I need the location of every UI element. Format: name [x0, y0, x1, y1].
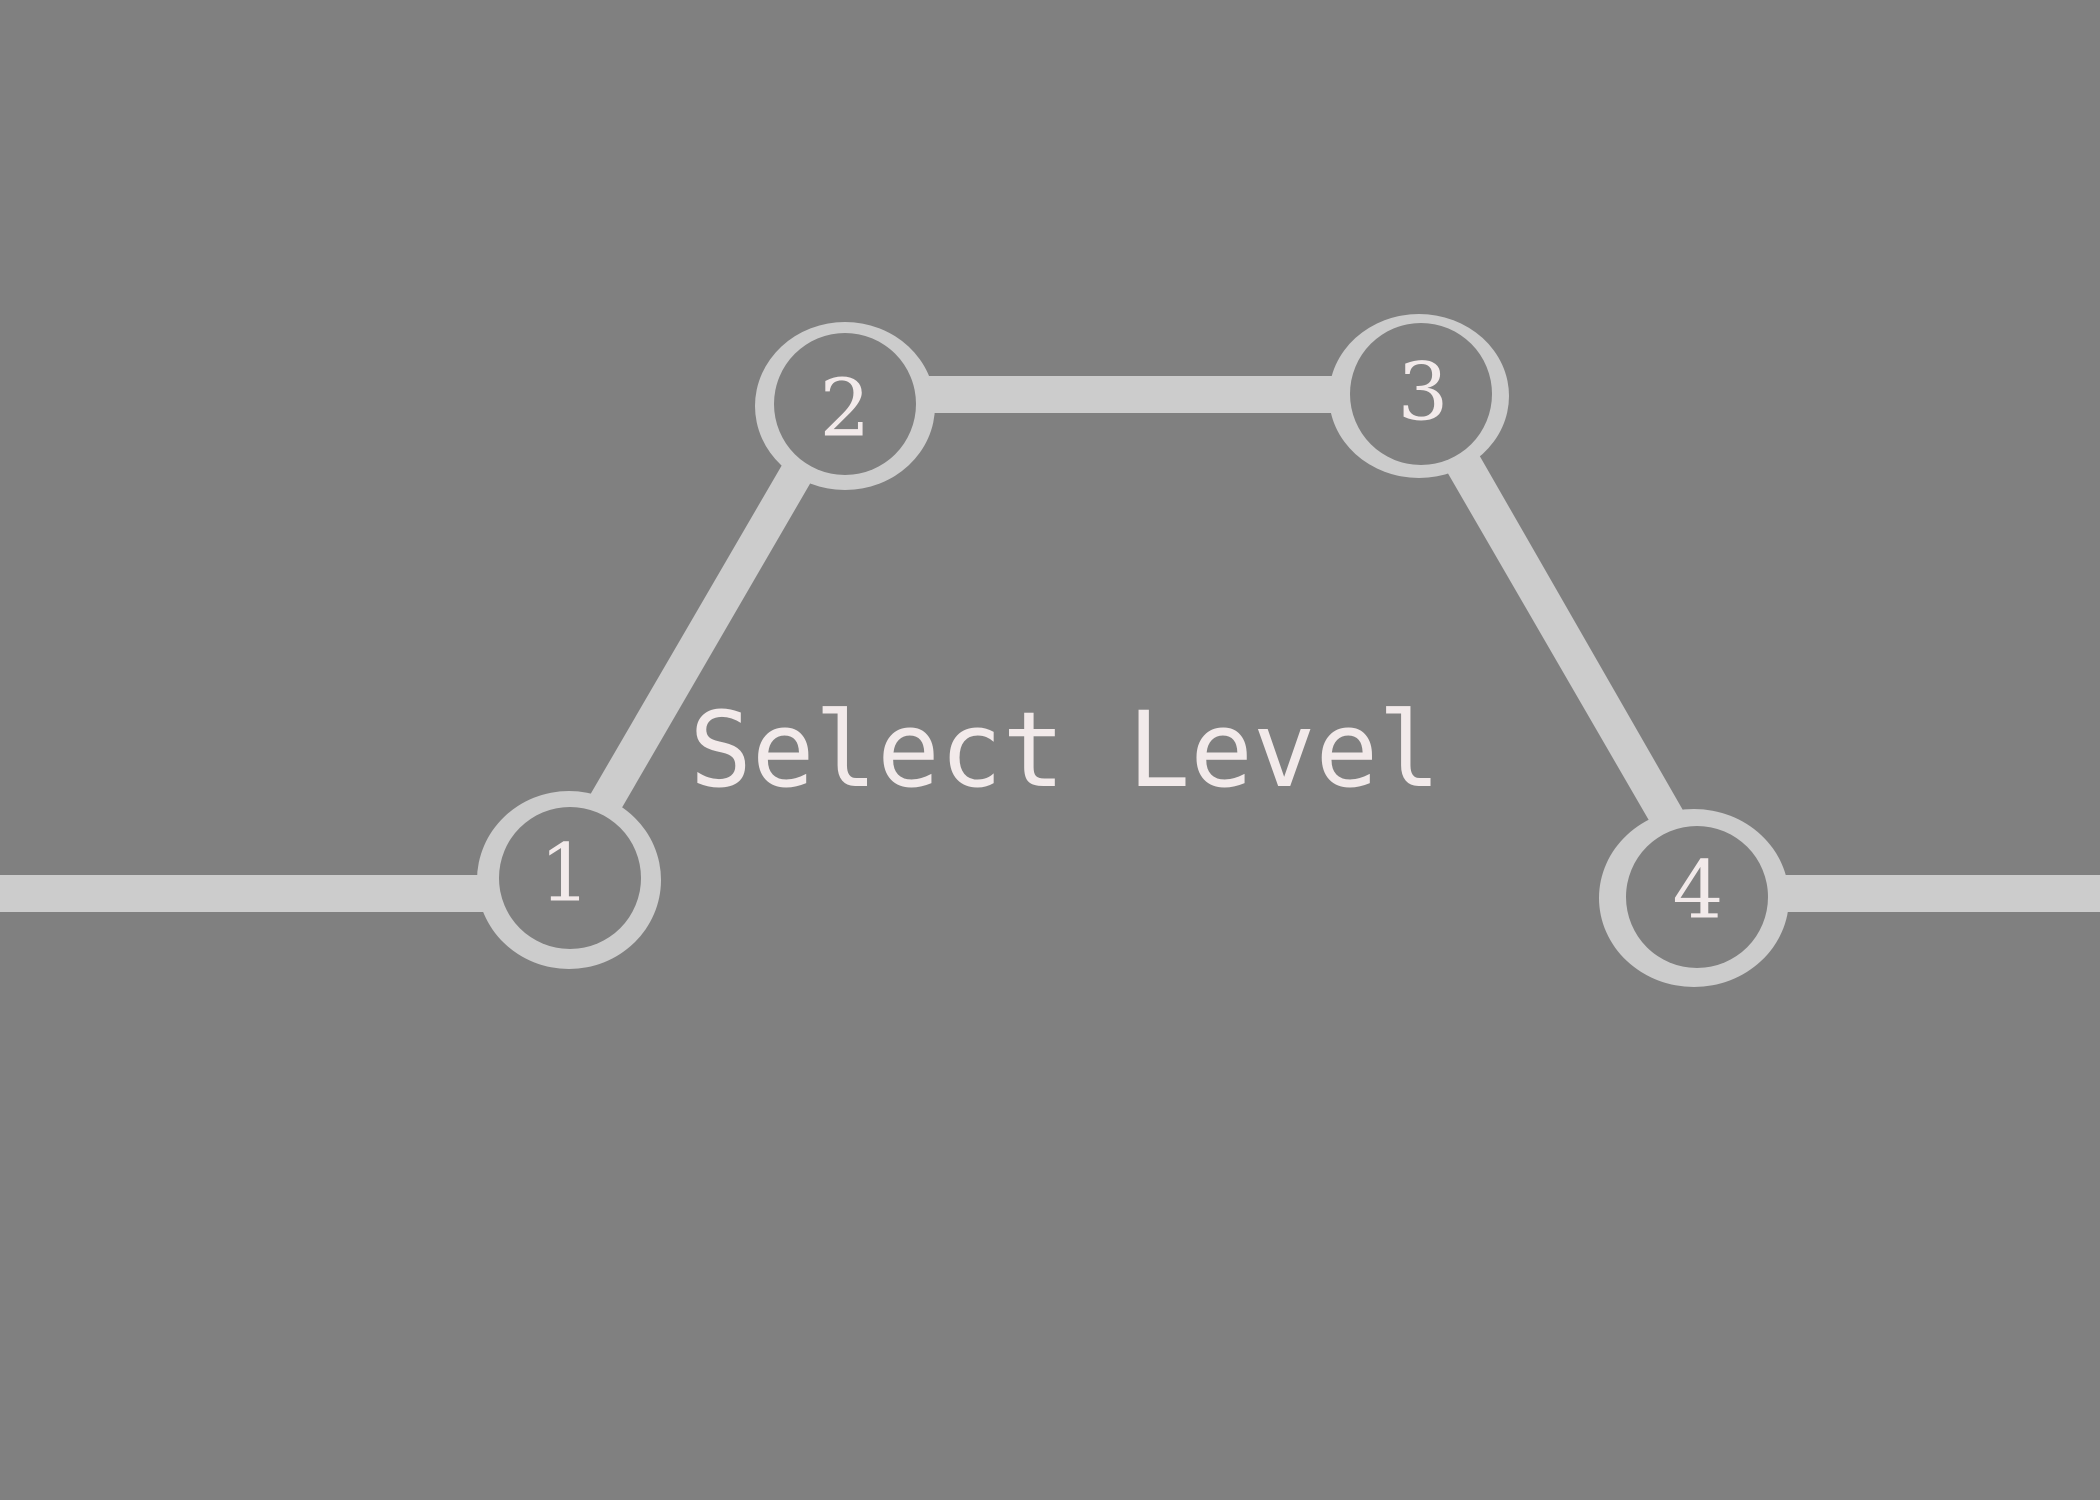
level-node-2[interactable]: 2 — [755, 322, 935, 490]
path-1-to-2 — [590, 465, 811, 811]
level-node-1[interactable]: 1 — [477, 791, 661, 969]
level-number-3: 3 — [1398, 346, 1449, 439]
level-number-4: 4 — [1673, 844, 1724, 937]
level-node-3[interactable]: 3 — [1329, 314, 1509, 478]
path-entry — [0, 875, 490, 912]
path-2-to-3 — [920, 376, 1340, 413]
level-number-2: 2 — [820, 362, 871, 455]
level-number-1: 1 — [540, 827, 591, 920]
path-3-to-4 — [1446, 453, 1688, 836]
level-node-4[interactable]: 4 — [1599, 809, 1789, 987]
select-level-title: Select Level — [689, 689, 1441, 811]
path-exit — [1775, 875, 2100, 912]
